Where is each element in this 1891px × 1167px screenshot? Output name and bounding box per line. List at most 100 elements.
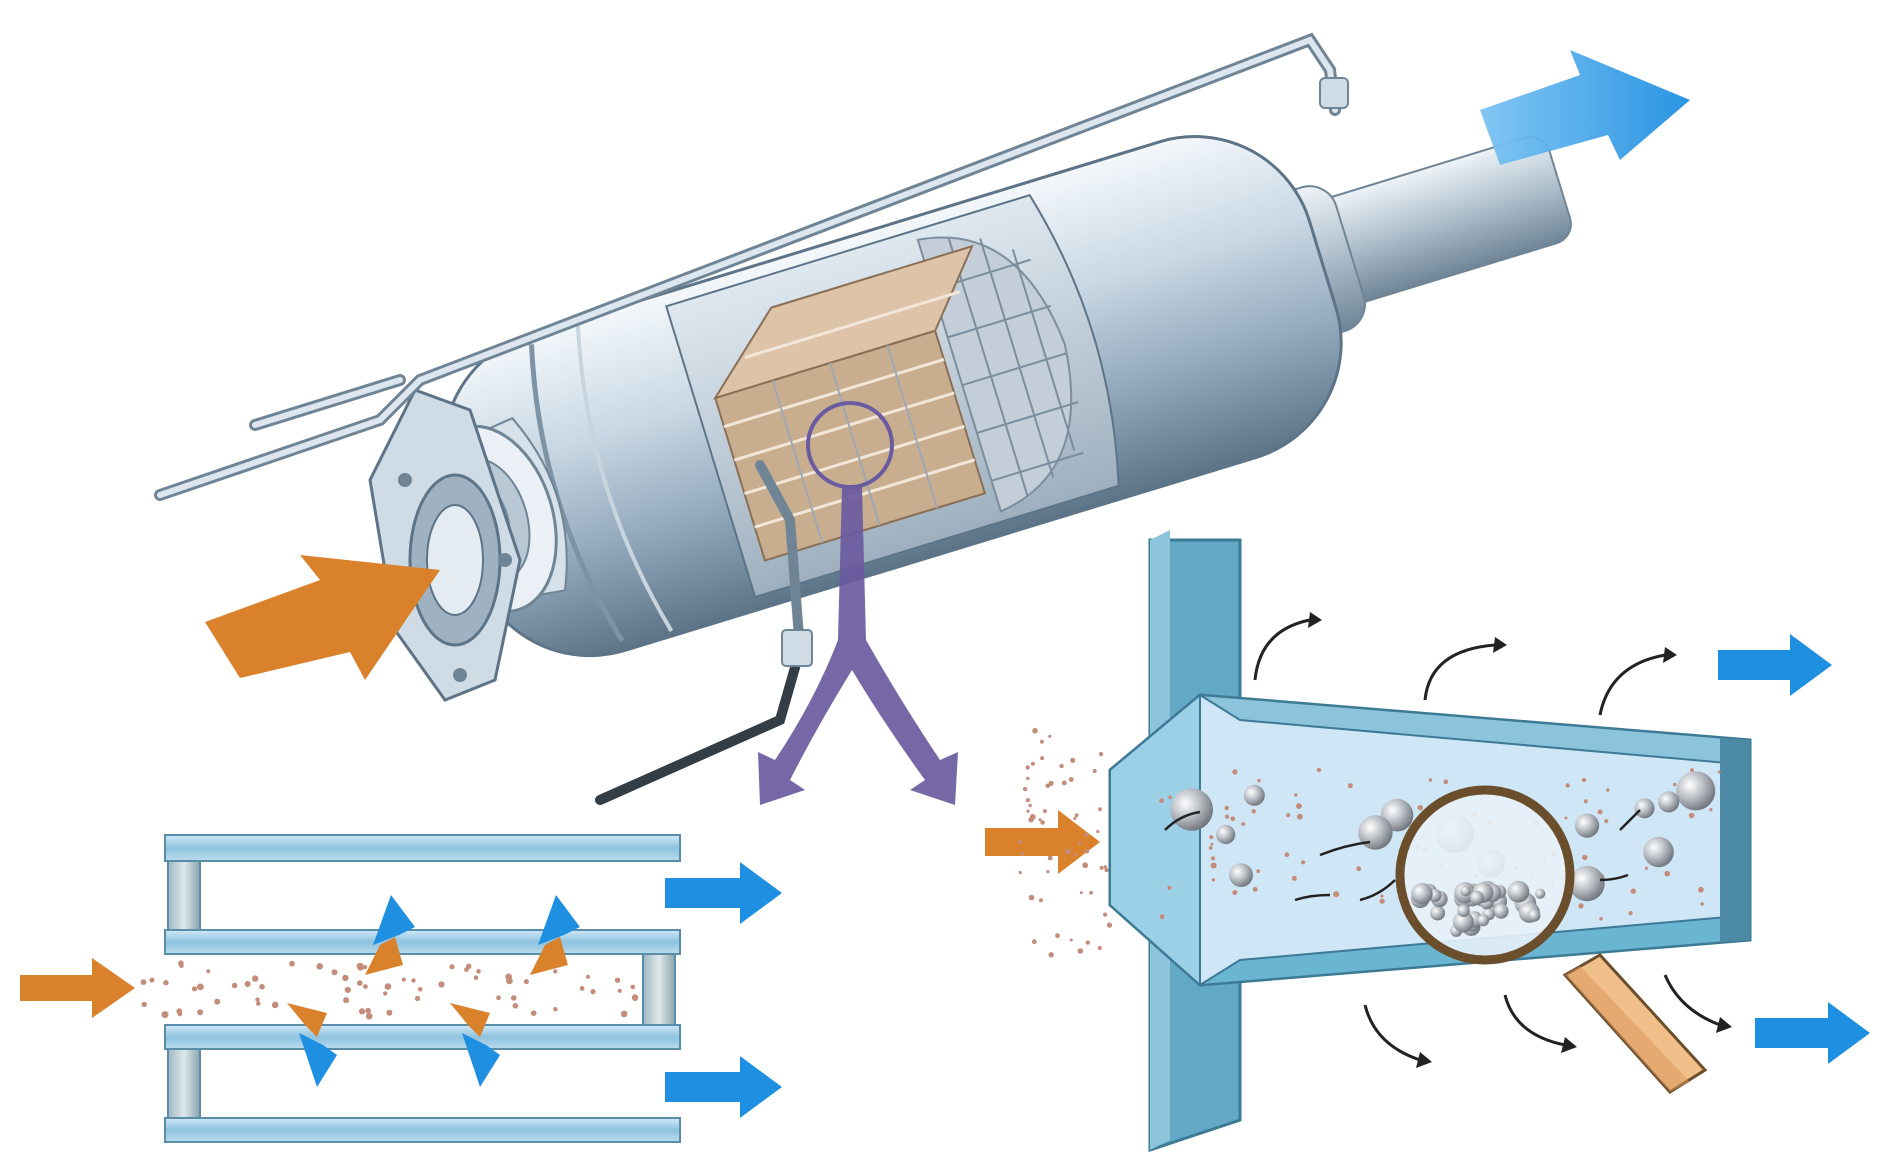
particle bbox=[1700, 902, 1704, 906]
particle bbox=[1634, 798, 1655, 819]
particle bbox=[1284, 852, 1290, 858]
particle bbox=[1048, 780, 1054, 786]
particle bbox=[1048, 734, 1052, 738]
particle bbox=[1256, 869, 1261, 873]
particle bbox=[343, 997, 350, 1004]
particle bbox=[633, 996, 638, 1002]
particle bbox=[1077, 948, 1084, 954]
particle bbox=[512, 1003, 519, 1009]
particle bbox=[256, 1001, 261, 1006]
particle bbox=[1022, 786, 1028, 792]
particle bbox=[523, 979, 529, 985]
particle bbox=[1597, 809, 1603, 815]
filter-cell-detail bbox=[985, 530, 1870, 1153]
particle bbox=[1103, 865, 1108, 869]
particle bbox=[1230, 816, 1236, 822]
particle bbox=[1643, 836, 1674, 868]
particle bbox=[1020, 851, 1025, 856]
particle bbox=[357, 980, 363, 986]
particle bbox=[1493, 903, 1509, 919]
particle bbox=[244, 981, 251, 987]
channel-wall-lower-mid bbox=[164, 1024, 681, 1050]
particle bbox=[1356, 866, 1362, 872]
particle bbox=[1092, 769, 1097, 773]
particle bbox=[1098, 752, 1104, 757]
wall-flow-arrows bbox=[287, 895, 580, 1087]
filter-inlet-arrow-icon bbox=[985, 810, 1100, 874]
particle bbox=[1717, 770, 1721, 774]
particle bbox=[1527, 909, 1541, 922]
incoming-soot-cloud bbox=[1017, 727, 1113, 958]
particle bbox=[1316, 767, 1322, 773]
particle bbox=[1077, 841, 1082, 845]
particle bbox=[1658, 791, 1680, 813]
particle bbox=[464, 967, 469, 972]
particle bbox=[1379, 898, 1385, 904]
channel-outlet-arrow-icon bbox=[665, 862, 782, 924]
soot-particles bbox=[140, 960, 639, 1020]
particle bbox=[271, 1001, 279, 1009]
particle bbox=[1535, 888, 1546, 899]
particle bbox=[1380, 894, 1384, 898]
particle bbox=[1073, 852, 1077, 856]
particle bbox=[1018, 870, 1022, 875]
particle bbox=[197, 1009, 204, 1016]
particle bbox=[1672, 782, 1677, 787]
particle bbox=[1457, 904, 1470, 917]
particle bbox=[1575, 813, 1600, 838]
particle bbox=[1038, 818, 1042, 822]
particle bbox=[1089, 890, 1093, 895]
particle bbox=[1630, 888, 1637, 894]
particle bbox=[1565, 783, 1570, 788]
particle bbox=[1229, 863, 1253, 887]
particle bbox=[630, 984, 636, 990]
particle bbox=[214, 998, 221, 1005]
particle bbox=[1294, 793, 1298, 797]
channel-outlet-arrow-icon bbox=[665, 1056, 782, 1118]
particle bbox=[1073, 816, 1077, 821]
particle bbox=[141, 1001, 147, 1008]
particle bbox=[401, 977, 406, 982]
particle bbox=[1098, 807, 1102, 812]
particle bbox=[1106, 922, 1113, 928]
particle bbox=[590, 989, 596, 995]
particle bbox=[1084, 849, 1090, 854]
particle bbox=[1039, 898, 1043, 903]
particle bbox=[1040, 756, 1045, 761]
particle bbox=[614, 977, 621, 983]
particle bbox=[1664, 870, 1671, 877]
particle bbox=[1676, 771, 1716, 811]
particle bbox=[358, 1008, 366, 1015]
sensor-tubes bbox=[154, 32, 1349, 805]
particle bbox=[1104, 868, 1109, 873]
particle bbox=[1286, 813, 1291, 818]
particle bbox=[1564, 816, 1568, 820]
particle bbox=[1026, 809, 1030, 813]
particle bbox=[1029, 814, 1036, 820]
particle bbox=[316, 963, 324, 970]
particle bbox=[1301, 860, 1306, 865]
dpf-canister bbox=[154, 32, 1572, 805]
particle bbox=[1358, 815, 1393, 850]
particle bbox=[1583, 799, 1588, 804]
particle bbox=[1032, 727, 1038, 734]
internal-flow-arrows bbox=[1164, 809, 1641, 902]
particle bbox=[1604, 819, 1609, 824]
particle bbox=[1257, 778, 1261, 783]
particle bbox=[1208, 846, 1213, 850]
particle bbox=[473, 975, 479, 980]
particle bbox=[1582, 854, 1588, 861]
particle bbox=[1069, 938, 1073, 942]
particle bbox=[1452, 911, 1474, 933]
channel-wall-upper-mid bbox=[164, 929, 681, 955]
particle bbox=[1061, 780, 1067, 786]
particle bbox=[1055, 933, 1060, 939]
particle bbox=[1040, 820, 1045, 825]
particle bbox=[1507, 880, 1530, 903]
particle bbox=[149, 977, 155, 983]
particle bbox=[259, 984, 265, 990]
inlet-flange bbox=[368, 388, 522, 702]
particle bbox=[140, 979, 147, 985]
particle bbox=[1477, 914, 1490, 927]
